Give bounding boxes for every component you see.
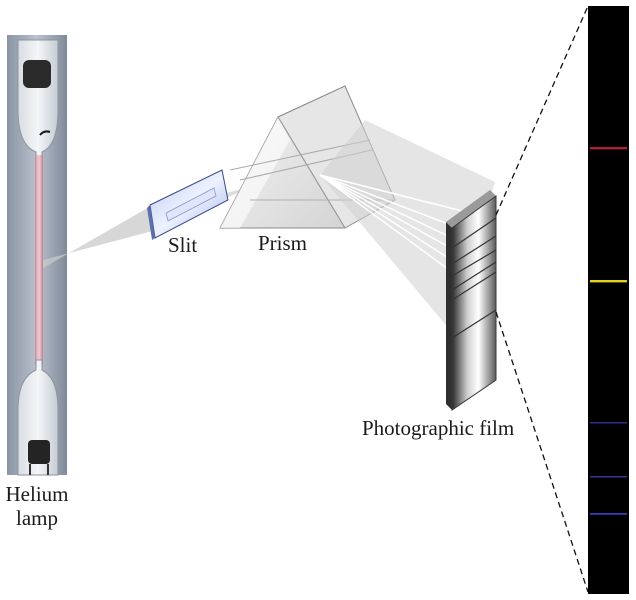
spectral-line-yellow	[590, 280, 627, 283]
beam-lamp-to-slit	[43, 195, 175, 268]
photographic-film	[446, 190, 497, 411]
spectrum-panel	[588, 6, 629, 594]
spectral-line-blue-1	[590, 422, 627, 424]
zoom-line-bottom	[495, 311, 589, 593]
helium-lamp-label: Helium lamp	[5, 482, 69, 531]
slit	[147, 169, 229, 240]
helium-lamp	[7, 35, 67, 476]
spectral-line-red	[590, 147, 627, 150]
spectral-line-blue-2	[590, 476, 627, 478]
slit-label: Slit	[168, 233, 198, 257]
zoom-line-top	[495, 5, 589, 216]
spectral-line-violet	[590, 513, 627, 515]
photographic-film-label: Photographic film	[362, 416, 515, 440]
prism-label: Prism	[258, 231, 308, 255]
